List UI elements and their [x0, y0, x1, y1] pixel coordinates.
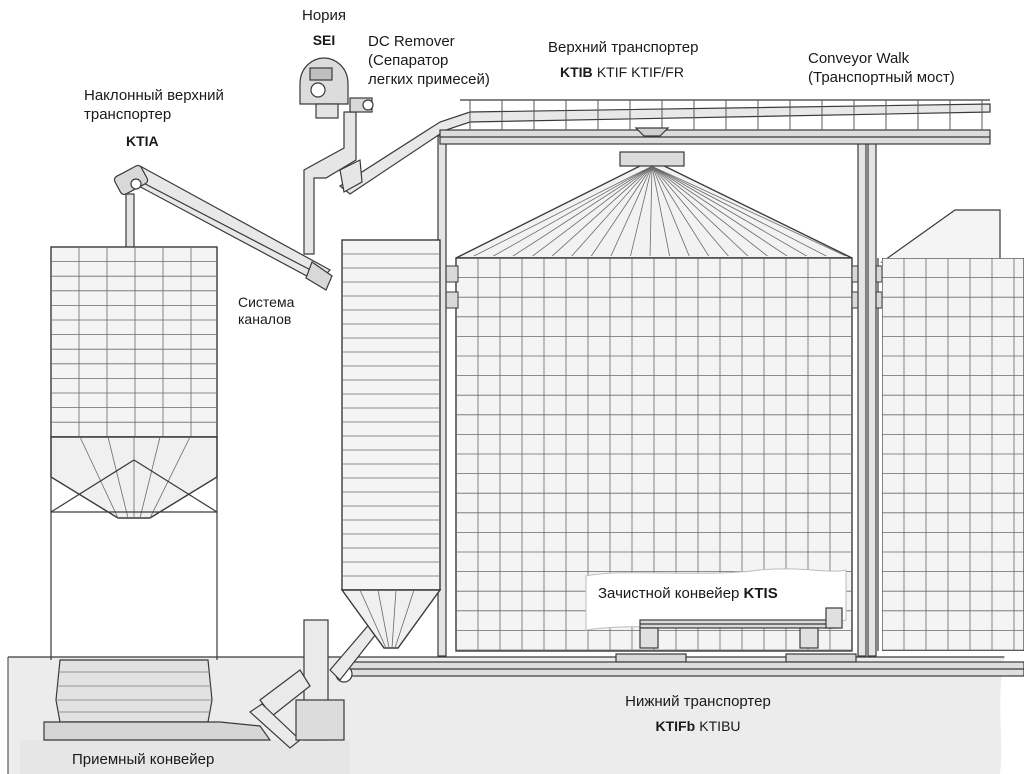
dc-remover-label: DC Remover (Сепаратор легких примесей) — [368, 32, 490, 89]
bottom-conveyor — [339, 661, 1024, 677]
bottom-conveyor-title: Нижний транспортер — [625, 693, 771, 710]
spout-system-label: Система каналов — [238, 294, 294, 328]
top-conveyor-title: Верхний транспортер — [548, 39, 699, 56]
bottom-conveyor-code-bold: KTIFb — [655, 718, 696, 734]
elevator-title: Нория — [301, 7, 347, 24]
intake-conveyor-title: Приемный конвейер — [72, 751, 215, 768]
bucket-elevator-head — [299, 57, 374, 119]
intake-conveyor-label: Приемный конвейер — [72, 750, 214, 769]
top-conveyor-label: Верхний транспортер KTIB KTIF KTIF/FR — [548, 38, 698, 82]
incline-conveyor-line2: транспортер — [84, 106, 172, 123]
incline-conveyor-code: KTIA — [126, 133, 159, 149]
left-bin — [43, 246, 272, 741]
bottom-conveyor-label: Нижний транспортер KTIFb KTIBU — [598, 692, 798, 736]
sweep-conveyor-label: Зачистной конвейер KTIS — [598, 584, 778, 603]
silo-secondary — [877, 209, 1024, 651]
spout-system — [303, 111, 363, 255]
bottom-conveyor-code-rest: KTIBU — [699, 718, 741, 734]
dc-remover-line2: (Сепаратор — [368, 52, 449, 69]
elevator-label: Нория SEI — [286, 6, 362, 50]
top-conveyor-walk — [338, 99, 991, 195]
elevator-code: SEI — [312, 32, 336, 48]
conveyor-walk-title: Conveyor Walk — [808, 50, 910, 67]
dc-remover-line3: легких примесей) — [368, 71, 490, 88]
conveyor-walk-label: Conveyor Walk (Транспортный мост) — [808, 49, 955, 87]
top-conveyor-code-bold: KTIB — [560, 64, 593, 80]
sweep-conveyor-code: KTIS — [743, 585, 778, 602]
bottom-conveyor-codes: KTIFb KTIBU — [598, 717, 798, 736]
spout-system-line2: каналов — [238, 311, 292, 327]
tall-bin — [340, 239, 442, 649]
conveyor-walk-line2: (Транспортный мост) — [808, 69, 955, 86]
incline-conveyor-line1: Наклонный верхний — [84, 87, 224, 104]
top-conveyor-code-rest: KTIF KTIF/FR — [596, 64, 684, 80]
top-conveyor-codes: KTIB KTIF KTIF/FR — [548, 63, 698, 82]
dc-remover-title: DC Remover — [368, 33, 455, 50]
spout-system-line1: Система — [238, 294, 295, 310]
incline-conveyor-label: Наклонный верхний транспортер KTIA — [84, 86, 224, 151]
sweep-conveyor-title: Зачистной конвейер — [598, 585, 740, 602]
